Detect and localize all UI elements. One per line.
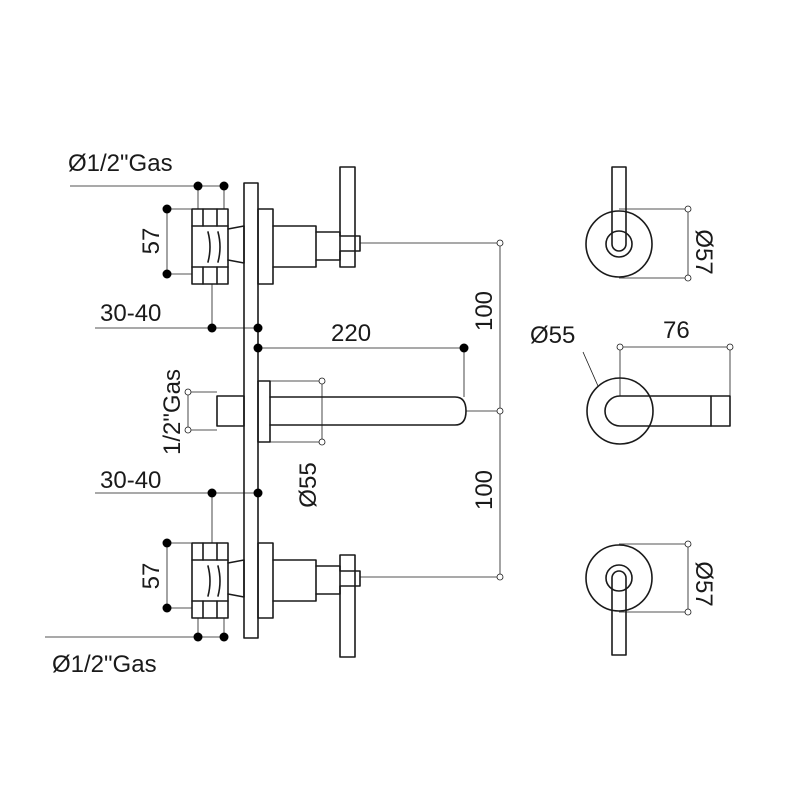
label-57-bottom: 57 — [138, 563, 165, 590]
label-spout-gas: 1/2"Gas — [159, 369, 186, 455]
spout-flange — [257, 380, 271, 443]
spout-body — [269, 396, 467, 426]
top-valve-fitting — [191, 208, 229, 285]
front-bottom-handle: Ø57 — [585, 540, 717, 656]
top-valve — [191, 166, 361, 285]
label-front-76: 76 — [663, 317, 690, 344]
label-spout-dia: Ø55 — [295, 462, 322, 507]
label-30-40-bottom: 30-40 — [100, 467, 161, 494]
label-gas-bottom: Ø1/2"Gas — [52, 651, 157, 678]
bottom-valve-flange — [257, 542, 274, 619]
front-bottom-plate — [585, 544, 653, 612]
front-view: Ø57 Ø55 76 Ø57 — [530, 166, 734, 656]
label-front-dia-bottom: Ø57 — [690, 561, 717, 606]
label-front-spout-dia: Ø55 — [530, 322, 575, 349]
front-top-plate — [585, 210, 653, 278]
label-57-top: 57 — [138, 228, 165, 255]
label-100-upper: 100 — [471, 291, 498, 331]
bottom-valve — [191, 542, 361, 658]
bottom-valve-fitting — [191, 542, 229, 619]
spout-inlet — [216, 395, 245, 427]
side-view: Ø1/2"Gas 57 30-40 220 1/2"Gas Ø55 30-40 … — [45, 150, 504, 678]
front-top-handle: Ø57 — [585, 166, 717, 282]
top-valve-flange — [257, 208, 274, 285]
label-30-40-top: 30-40 — [100, 300, 161, 327]
wall-plate — [243, 182, 259, 639]
label-220: 220 — [331, 320, 371, 347]
front-spout: Ø55 76 — [530, 317, 734, 445]
bottom-lever — [339, 554, 356, 658]
top-lever — [339, 166, 356, 268]
spout-assembly — [216, 380, 467, 443]
label-gas-top: Ø1/2"Gas — [68, 150, 173, 177]
side-dimension-dots — [162, 181, 504, 642]
label-100-lower: 100 — [471, 470, 498, 510]
side-dimension-lines — [45, 185, 501, 638]
label-front-dia-top: Ø57 — [690, 229, 717, 274]
